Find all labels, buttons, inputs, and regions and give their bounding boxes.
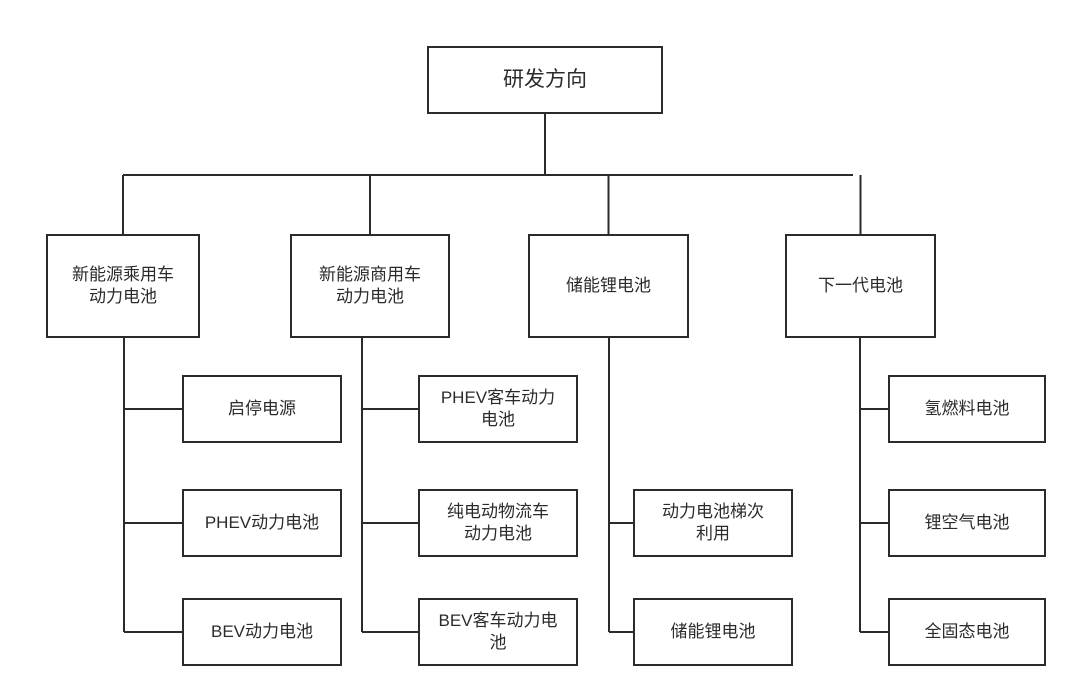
leaf-node-1-2[interactable]: PHEV动力电池 bbox=[182, 489, 342, 557]
leaf-node-2-1-label: PHEV客车动力 电池 bbox=[440, 388, 556, 429]
branch-node-4[interactable]: 下一代电池 bbox=[785, 234, 936, 338]
leaf-node-3-1[interactable]: 动力电池梯次 利用 bbox=[633, 489, 793, 557]
leaf-node-1-1[interactable]: 启停电源 bbox=[182, 375, 342, 443]
branch-node-2-label: 新能源商用车 动力电池 bbox=[319, 265, 421, 306]
leaf-node-3-2[interactable]: 储能锂电池 bbox=[633, 598, 793, 666]
leaf-node-1-1-label: 启停电源 bbox=[228, 399, 296, 419]
leaf-node-4-1[interactable]: 氢燃料电池 bbox=[888, 375, 1046, 443]
leaf-node-3-1-label: 动力电池梯次 利用 bbox=[662, 502, 764, 543]
root-node[interactable]: 研发方向 bbox=[427, 46, 663, 114]
branch-node-1[interactable]: 新能源乘用车 动力电池 bbox=[46, 234, 200, 338]
leaf-node-2-2-label: 纯电动物流车 动力电池 bbox=[447, 502, 549, 543]
branch-node-2[interactable]: 新能源商用车 动力电池 bbox=[290, 234, 450, 338]
leaf-node-2-3-label: BEV客车动力电 池 bbox=[438, 611, 558, 652]
leaf-node-2-3[interactable]: BEV客车动力电 池 bbox=[418, 598, 578, 666]
leaf-node-2-2[interactable]: 纯电动物流车 动力电池 bbox=[418, 489, 578, 557]
leaf-node-1-3[interactable]: BEV动力电池 bbox=[182, 598, 342, 666]
branch-node-4-label: 下一代电池 bbox=[818, 276, 903, 296]
leaf-node-4-1-label: 氢燃料电池 bbox=[924, 399, 1010, 419]
leaf-node-4-3-label: 全固态电池 bbox=[924, 622, 1010, 642]
branch-node-1-label: 新能源乘用车 动力电池 bbox=[72, 265, 174, 306]
leaf-node-4-2[interactable]: 锂空气电池 bbox=[888, 489, 1046, 557]
branch-node-3[interactable]: 储能锂电池 bbox=[528, 234, 689, 338]
leaf-node-3-2-label: 储能锂电池 bbox=[670, 622, 756, 642]
leaf-node-2-1[interactable]: PHEV客车动力 电池 bbox=[418, 375, 578, 443]
leaf-node-4-3[interactable]: 全固态电池 bbox=[888, 598, 1046, 666]
leaf-node-4-2-label: 锂空气电池 bbox=[924, 513, 1010, 533]
branch-node-3-label: 储能锂电池 bbox=[566, 276, 651, 296]
leaf-node-1-3-label: BEV动力电池 bbox=[210, 622, 314, 642]
root-node-label: 研发方向 bbox=[503, 67, 587, 91]
leaf-node-1-2-label: PHEV动力电池 bbox=[204, 513, 320, 533]
